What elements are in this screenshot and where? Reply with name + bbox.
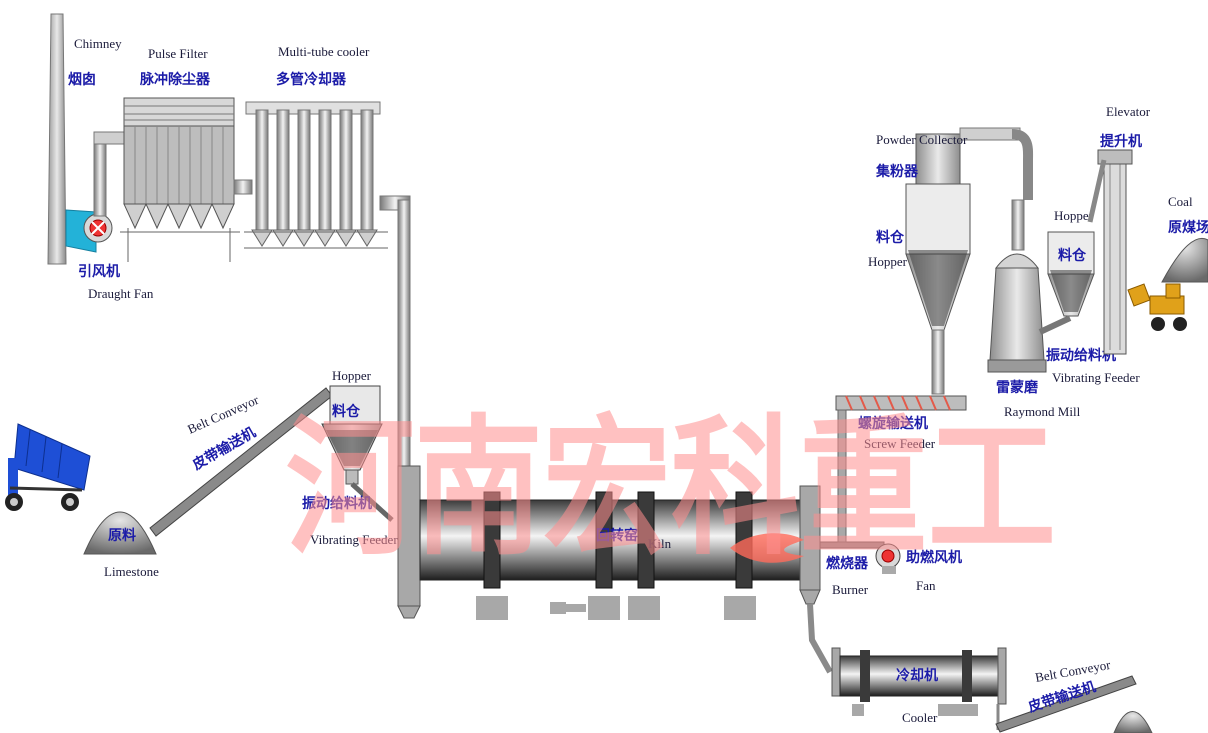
vibrating-feeder-1-label-zh: 振动给料机	[302, 495, 372, 512]
draught-fan-label-en: Draught Fan	[88, 286, 154, 301]
hopper-1-label-en: Hopper	[332, 368, 372, 383]
screw-feeder	[835, 395, 967, 543]
multi-tube-cooler	[244, 101, 411, 249]
limestone-label-en: Limestone	[104, 564, 159, 579]
powder-collector-label-zh: 集粉器	[875, 163, 919, 180]
bucket-elevator	[1087, 149, 1133, 355]
elevator-label-en: Elevator	[1106, 104, 1151, 119]
raymond-mill-label-en: Raymond Mill	[1004, 404, 1081, 419]
hopper-3-label-zh: 料仓	[1058, 247, 1087, 264]
raymond-mill-label-zh: 雷蒙磨	[996, 379, 1039, 396]
hopper-2	[905, 183, 971, 395]
powder-collector	[915, 127, 1034, 200]
company-watermark: 河南宏科重工	[286, 402, 1056, 576]
coal-pile	[1161, 238, 1208, 283]
chimney-label-zh: 烟囱	[68, 71, 96, 88]
pulse-filter-label-zh: 脉冲除尘器	[139, 71, 211, 88]
wheel-loader	[1127, 283, 1187, 331]
kiln-label-zh: 回转窑	[596, 527, 638, 544]
vibrating-feeder-2-label-zh: 振动给料机	[1046, 347, 1116, 364]
coal-label-en: Coal	[1168, 194, 1193, 209]
pulse-filter-label-en: Pulse Filter	[148, 46, 208, 61]
pulse-filter	[120, 97, 253, 262]
belt-conveyor-2-label-en: Belt Conveyor	[1034, 657, 1112, 685]
screw-feeder-label-en: Screw Feeder	[864, 436, 936, 451]
multitube-cooler-label-en: Multi-tube cooler	[278, 44, 370, 59]
vibrating-feeder-2-label-en: Vibrating Feeder	[1052, 370, 1140, 385]
chimney	[47, 13, 67, 265]
burner-label-zh: 燃烧器	[826, 555, 869, 572]
rotary-kiln	[397, 465, 821, 620]
multitube-cooler-label-zh: 多管冷却器	[276, 71, 347, 88]
burner-and-fan	[819, 541, 901, 574]
powder-collector-label-en: Powder Collector	[876, 132, 968, 147]
limestone-label-zh: 原料	[108, 527, 136, 544]
hopper-3-label-en: Hopper	[1054, 208, 1094, 223]
hopper-2-label-en: Hopper	[868, 254, 908, 269]
dump-truck	[5, 423, 91, 511]
vibrating-feeder-1-label-en: Vibrating Feeder	[310, 532, 398, 547]
cooler-label-en: Cooler	[902, 710, 938, 725]
fan-label-zh: 助燃风机	[906, 549, 962, 566]
raymond-mill	[987, 199, 1047, 373]
belt-conveyor-2	[995, 675, 1153, 733]
draught-fan-label-zh: 引风机	[78, 263, 120, 280]
hopper-3	[1038, 231, 1095, 335]
hopper-1	[321, 385, 394, 522]
draught-fan	[65, 131, 127, 253]
hopper-1-label-zh: 料仓	[332, 403, 361, 420]
fan-label-en: Fan	[916, 578, 936, 593]
screw-feeder-label-zh: 螺旋输送机	[858, 415, 928, 432]
burner-label-en: Burner	[832, 582, 869, 597]
cooler-label-zh: 冷却机	[896, 667, 938, 684]
hopper-2-label-zh: 料仓	[876, 229, 905, 246]
chimney-label-en: Chimney	[74, 36, 122, 51]
elevator-label-zh: 提升机	[1100, 133, 1142, 150]
coal-label-zh: 原煤场	[1168, 219, 1208, 236]
limestone-pile	[83, 511, 157, 555]
cooler	[807, 603, 1007, 730]
kiln-label-en: Kiln	[648, 536, 672, 551]
